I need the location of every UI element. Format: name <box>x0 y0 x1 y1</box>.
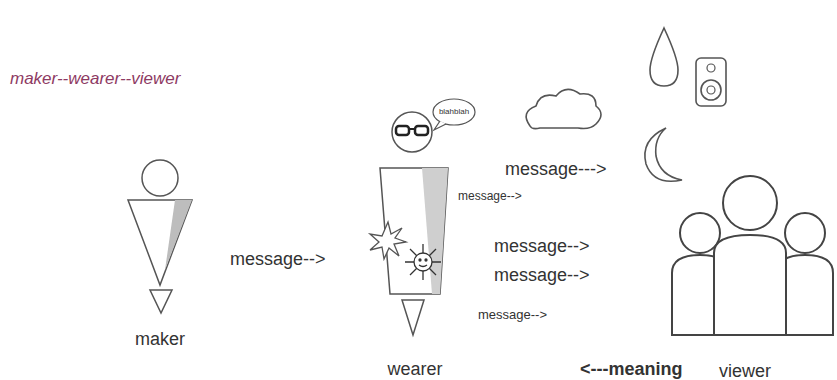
speech-bubble: blahblah <box>432 98 476 126</box>
node-label: blahblah <box>432 108 476 116</box>
message-label: <---meaning <box>580 360 683 378</box>
message-label: message--> <box>494 266 590 284</box>
diagram-title: maker--wearer--viewer <box>10 70 180 87</box>
message-label: message--> <box>458 190 522 202</box>
moon-symbol <box>645 128 682 181</box>
cloud-symbol <box>526 89 601 128</box>
node-shape <box>360 108 470 380</box>
node-label: maker <box>115 330 205 348</box>
node-label: wearer <box>360 360 470 378</box>
wearer-figure: wearer <box>360 108 470 380</box>
speaker-symbol <box>696 58 726 106</box>
message-label: message--> <box>230 250 326 268</box>
node-shape <box>115 155 205 355</box>
maker-figure: maker <box>115 155 205 355</box>
message-label: message---> <box>505 160 607 178</box>
drop-symbol <box>650 28 678 86</box>
viewer-group: viewer <box>655 175 835 380</box>
message-label: message--> <box>478 308 547 321</box>
message-label: message--> <box>494 237 590 255</box>
node-shape <box>655 175 835 380</box>
